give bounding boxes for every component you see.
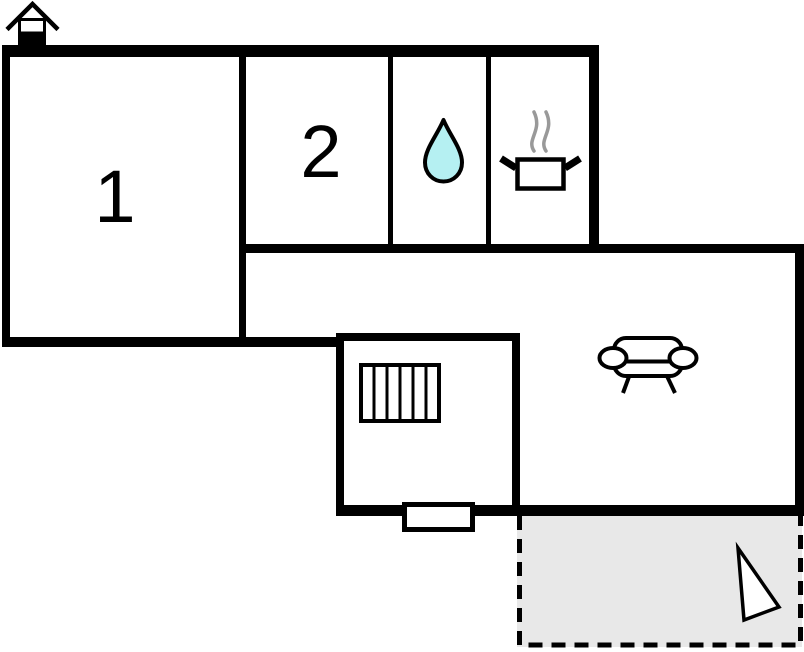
sofa-armrest-left [597, 346, 629, 370]
stairs-steps [372, 365, 428, 421]
wall-living-top [589, 244, 804, 253]
wall-stairs-left [336, 333, 344, 516]
pot-handle-left [499, 155, 518, 171]
house-icon-base [18, 31, 46, 46]
wall-top-outer [2, 45, 599, 57]
wall-bedroom2-bathroom [388, 57, 393, 248]
bedroom2-label: 2 [300, 110, 341, 193]
bedroom1-label: 1 [94, 155, 135, 238]
terrace-area [517, 514, 803, 648]
stairs-icon [359, 363, 441, 423]
door-marker [402, 502, 475, 532]
sofa-icon [597, 336, 699, 394]
pot-body [515, 157, 566, 191]
sofa-armrest-right [667, 346, 699, 370]
water-drop-icon [423, 118, 464, 184]
walls [2, 45, 804, 516]
wall-left-outer [2, 45, 10, 347]
steam-line-right [542, 110, 551, 153]
wall-bathroom-kitchen [486, 57, 491, 248]
house-icon-roof [5, 0, 60, 32]
wall-bottom-outer [336, 505, 804, 516]
wall-bedroom1-bottom [2, 337, 344, 347]
pot-handle-right [563, 155, 582, 171]
wall-right-outer [795, 244, 804, 516]
steam-line-left [530, 110, 539, 153]
wall-stairs-right [512, 333, 520, 516]
north-arrow-icon [735, 541, 782, 623]
wall-bedroom1-right [239, 57, 246, 337]
wall-hall-top [239, 244, 599, 253]
wall-stairs-top [336, 333, 520, 341]
cooking-pot-icon [499, 110, 582, 191]
house-icon [5, 0, 60, 46]
wall-kitchen-right [589, 45, 599, 253]
